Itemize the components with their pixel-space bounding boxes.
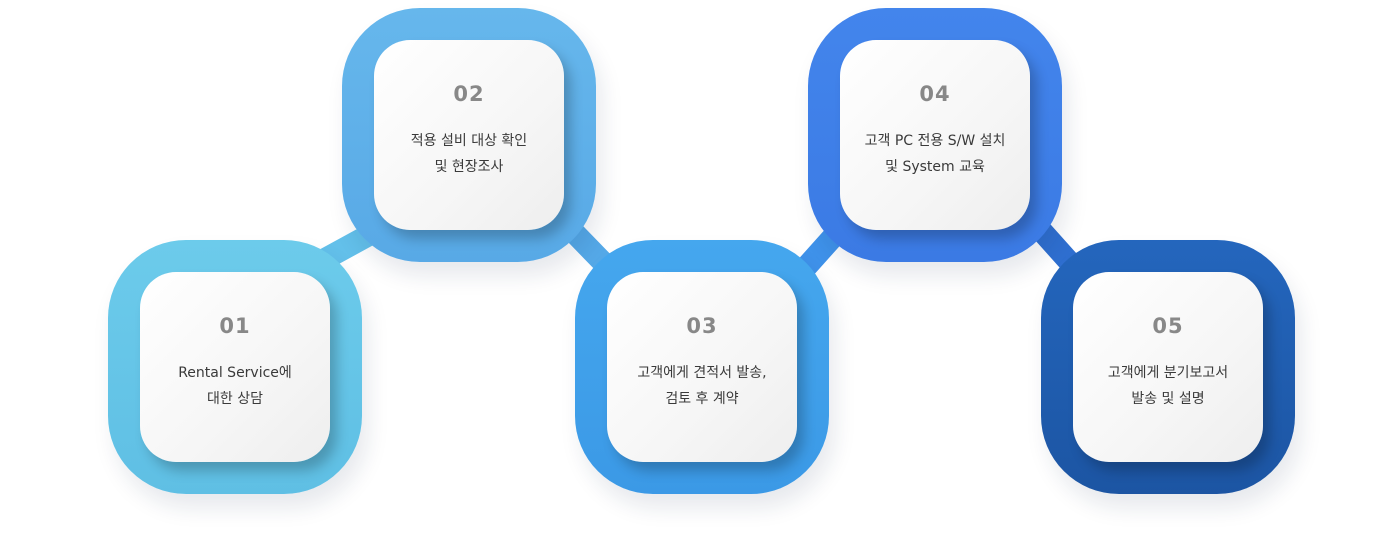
step-05-line-2: 발송 및 설명	[1131, 391, 1205, 407]
step-04: 04 고객 PC 전용 S/W 설치 및 System 교육	[808, 8, 1062, 262]
step-05-line-1: 고객에게 분기보고서	[1107, 365, 1229, 381]
step-05-card: 05 고객에게 분기보고서 발송 및 설명	[1073, 272, 1263, 462]
step-01-number: 01	[219, 314, 251, 338]
step-01: 01 Rental Service에 대한 상담	[108, 240, 362, 494]
step-01-description: Rental Service에 대한 상담	[178, 360, 292, 412]
step-03-card: 03 고객에게 견적서 발송, 검토 후 계약	[607, 272, 797, 462]
step-02-description: 적용 설비 대상 확인 및 현장조사	[411, 128, 527, 180]
step-02-line-2: 및 현장조사	[434, 159, 504, 175]
step-03-line-1: 고객에게 견적서 발송,	[637, 365, 767, 381]
step-03-description: 고객에게 견적서 발송, 검토 후 계약	[637, 360, 766, 412]
step-04-description: 고객 PC 전용 S/W 설치 및 System 교육	[865, 128, 1006, 180]
step-04-line-1: 고객 PC 전용 S/W 설치	[864, 133, 1006, 149]
step-05: 05 고객에게 분기보고서 발송 및 설명	[1041, 240, 1295, 494]
step-05-description: 고객에게 분기보고서 발송 및 설명	[1108, 360, 1228, 412]
step-04-number: 04	[919, 82, 951, 106]
step-01-card: 01 Rental Service에 대한 상담	[140, 272, 330, 462]
step-02-number: 02	[453, 82, 485, 106]
step-04-line-2: 및 System 교육	[885, 159, 985, 175]
step-03: 03 고객에게 견적서 발송, 검토 후 계약	[575, 240, 829, 494]
step-01-line-1: Rental Service에	[178, 365, 292, 381]
step-03-number: 03	[686, 314, 718, 338]
step-05-number: 05	[1152, 314, 1184, 338]
step-03-line-2: 검토 후 계약	[665, 391, 739, 407]
step-02-card: 02 적용 설비 대상 확인 및 현장조사	[374, 40, 564, 230]
step-02-line-1: 적용 설비 대상 확인	[410, 133, 528, 149]
step-04-card: 04 고객 PC 전용 S/W 설치 및 System 교육	[840, 40, 1030, 230]
step-01-line-2: 대한 상담	[207, 391, 263, 407]
step-02: 02 적용 설비 대상 확인 및 현장조사	[342, 8, 596, 262]
